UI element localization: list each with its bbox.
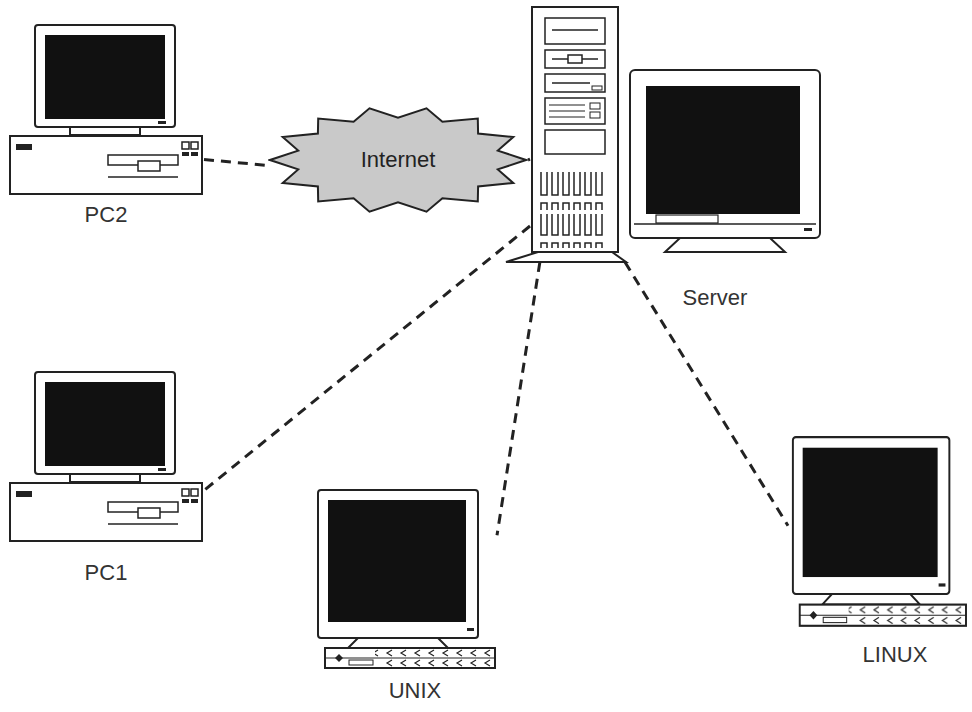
node-label: UNIX (389, 678, 442, 704)
computer-node: UNIX (313, 488, 497, 670)
node-label: PC1 (85, 560, 128, 586)
computer-node: PC1 (8, 369, 204, 553)
cloud-node: Internet (268, 105, 528, 215)
pc-icon (10, 372, 202, 541)
cloud-outline (270, 108, 526, 211)
node-label: Server (683, 285, 748, 311)
dashed-connector (625, 262, 788, 526)
dashed-connector (204, 226, 530, 490)
dashed-connector (528, 158, 530, 162)
server-tower (506, 7, 626, 262)
computer-node: LINUX (788, 435, 968, 628)
computer-node: PC2 (8, 22, 204, 196)
server-monitor (630, 70, 820, 252)
node-label: LINUX (863, 642, 928, 668)
workstation-icon (793, 437, 966, 626)
pc-icon (10, 25, 202, 194)
workstation-icon (318, 490, 495, 668)
computer-node: Server (530, 5, 822, 262)
node-label: Internet (361, 147, 436, 173)
node-label: PC2 (85, 202, 128, 228)
dashed-connector (497, 262, 540, 535)
dashed-connector (204, 160, 268, 166)
